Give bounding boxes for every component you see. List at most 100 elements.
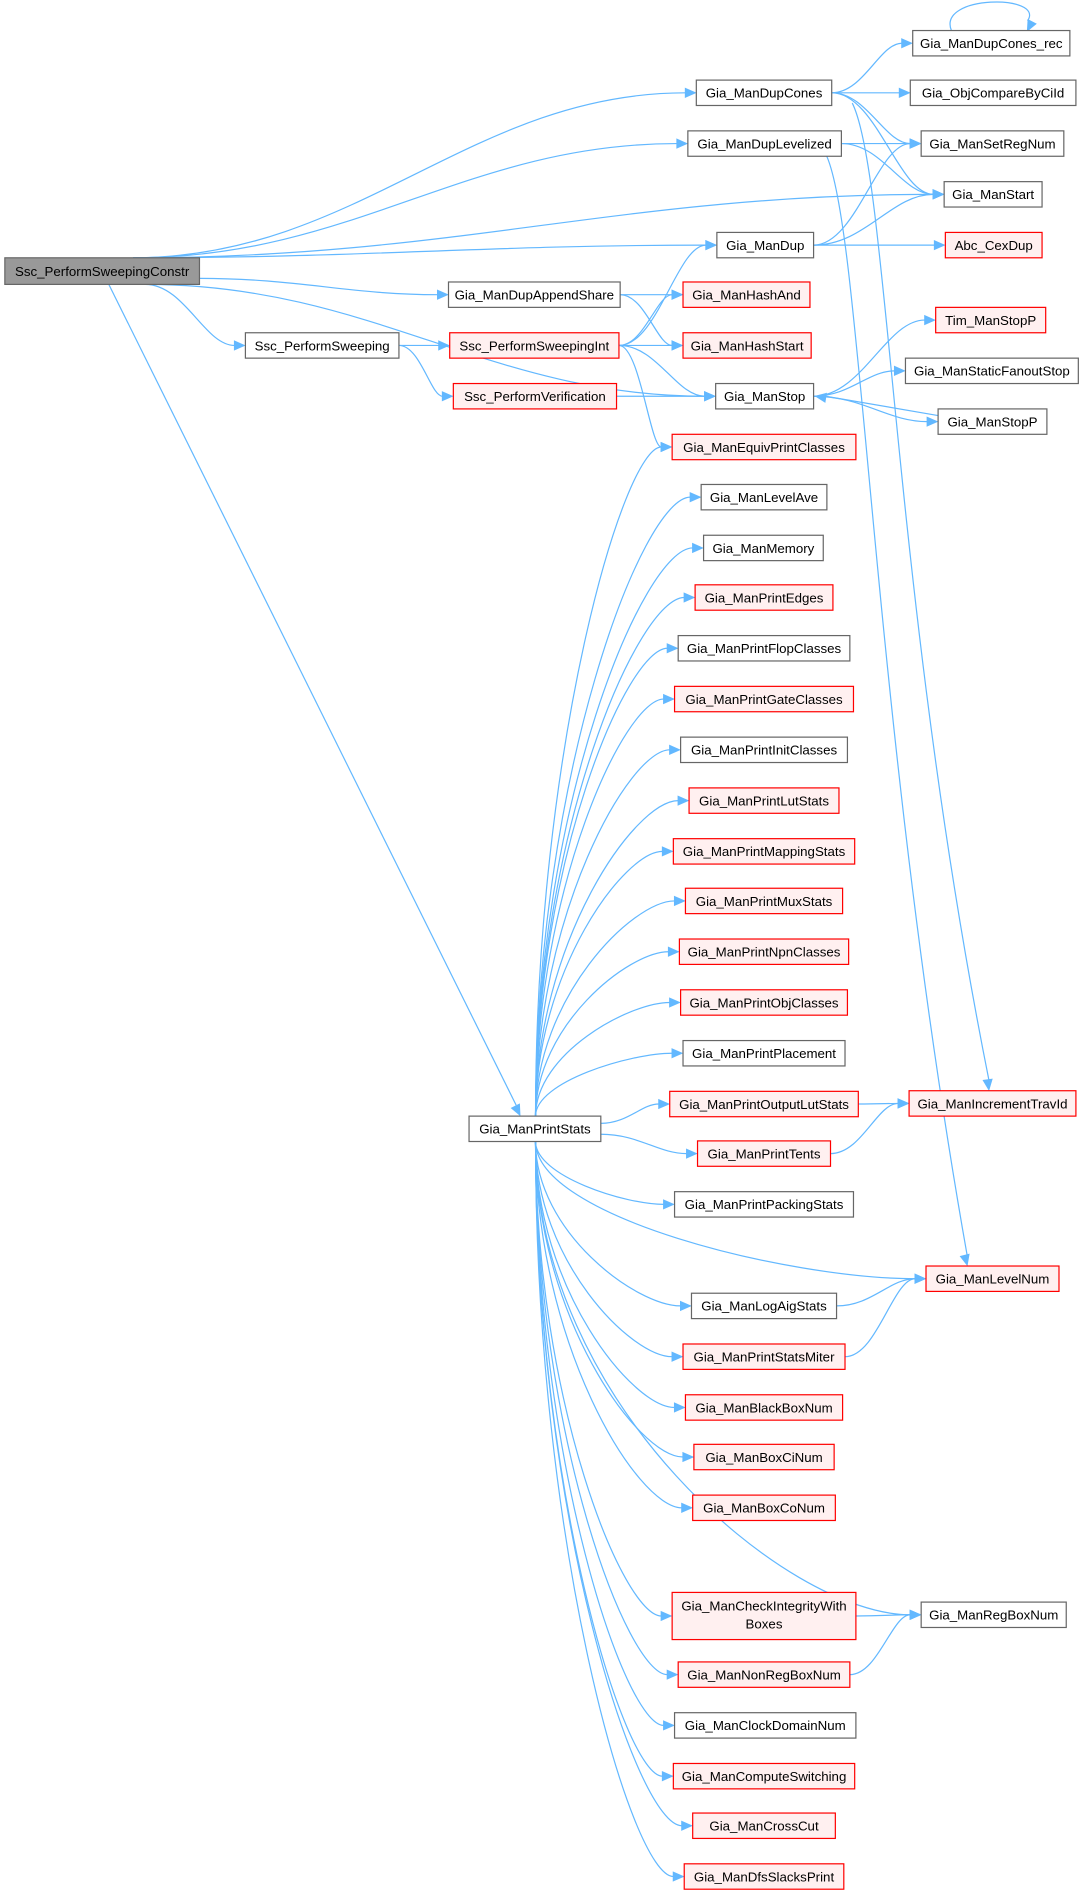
node-lutstats[interactable]: Gia_ManPrintLutStats	[688, 787, 840, 814]
node-sweepingint[interactable]: Ssc_PerformSweepingInt	[449, 332, 620, 359]
node-boxci[interactable]: Gia_ManBoxCiNum	[693, 1443, 835, 1471]
node-box	[677, 1661, 851, 1688]
arrow-head-icon	[673, 895, 686, 907]
edge-printstats-to-statsmiter	[534, 1141, 673, 1358]
node-appendshare[interactable]: Gia_ManDupAppendShare	[447, 281, 621, 308]
node-levelnum[interactable]: Gia_ManLevelNum	[925, 1265, 1060, 1293]
node-statsmiter[interactable]: Gia_ManPrintStatsMiter	[682, 1343, 846, 1370]
edge-constr-to-manstart	[132, 193, 934, 259]
node-box	[944, 231, 1043, 259]
node-box	[687, 130, 842, 157]
node-box	[684, 1394, 844, 1421]
node-switching[interactable]: Gia_ManComputeSwitching	[672, 1762, 856, 1790]
arrow-head-icon	[438, 340, 451, 351]
node-box	[715, 382, 815, 410]
node-label: Ssc_PerformVerification	[464, 389, 606, 404]
node-label: Gia_ManStopP	[947, 414, 1037, 429]
node-box	[447, 281, 621, 308]
node-mappingstats[interactable]: Gia_ManPrintMappingStats	[672, 838, 856, 865]
arrow-head-icon	[684, 87, 697, 98]
node-label: Gia_ManDup	[726, 238, 804, 253]
node-box	[696, 1140, 832, 1167]
node-sweeping[interactable]: Ssc_PerformSweeping	[244, 332, 400, 359]
node-regbox[interactable]: Gia_ManRegBoxNum	[920, 1601, 1067, 1629]
node-printstats[interactable]: Gia_ManPrintStats	[468, 1115, 602, 1143]
node-box	[677, 634, 851, 662]
node-setregnum[interactable]: Gia_ManSetRegNum	[920, 130, 1065, 157]
node-inctravid[interactable]: Gia_ManIncrementTravId	[908, 1090, 1077, 1117]
node-objcompare[interactable]: Gia_ObjCompareByCiId	[909, 79, 1077, 107]
edge-mandup-to-manstart	[813, 193, 934, 246]
node-dupcones[interactable]: Gia_ManDupCones	[695, 79, 833, 107]
edge-checkintegrity-to-regbox	[855, 1614, 911, 1617]
node-placement[interactable]: Gia_ManPrintPlacement	[682, 1039, 846, 1067]
node-equivprint[interactable]: Gia_ManEquivPrintClasses	[671, 433, 857, 461]
node-hashand[interactable]: Gia_ManHashAnd	[682, 281, 811, 308]
node-npnclasses[interactable]: Gia_ManPrintNpnClasses	[678, 938, 850, 966]
node-verification[interactable]: Ssc_PerformVerification	[452, 382, 618, 410]
node-label: Tim_ManStopP	[945, 313, 1036, 328]
node-box	[716, 231, 815, 259]
node-printedges[interactable]: Gia_ManPrintEdges	[694, 584, 834, 611]
edge-manstop-to-staticfanout	[813, 370, 895, 397]
node-label: Gia_ManStaticFanoutStop	[914, 364, 1070, 379]
node-manstart[interactable]: Gia_ManStart	[943, 181, 1043, 208]
node-boxco[interactable]: Gia_ManBoxCoNum	[692, 1494, 836, 1522]
node-manstop[interactable]: Gia_ManStop	[715, 382, 815, 410]
edge-printstats-to-levelnum	[534, 1141, 916, 1280]
node-packing[interactable]: Gia_ManPrintPackingStats	[673, 1191, 855, 1218]
arrow-head-icon	[704, 391, 716, 402]
node-blackbox[interactable]: Gia_ManBlackBoxNum	[684, 1394, 844, 1421]
node-label: Gia_ManSetRegNum	[929, 136, 1055, 151]
arrow-head-icon	[672, 1871, 685, 1882]
node-label: Gia_ManPrintMuxStats	[696, 894, 833, 909]
node-staticfanout[interactable]: Gia_ManStaticFanoutStop	[904, 357, 1079, 385]
node-gateclasses[interactable]: Gia_ManPrintGateClasses	[673, 685, 855, 713]
node-levelave[interactable]: Gia_ManLevelAve	[700, 483, 828, 511]
node-objclasses[interactable]: Gia_ManPrintObjClasses	[680, 989, 849, 1016]
node-outputlut[interactable]: Gia_ManPrintOutputLutStats	[669, 1090, 859, 1118]
edge-printstats-to-placement	[534, 1052, 673, 1117]
node-label: Gia_ManPrintStats	[479, 1122, 591, 1137]
arrow-head-icon	[814, 392, 827, 403]
node-label: Gia_ManPrintFlopClasses	[687, 641, 842, 656]
node-label: Gia_ManBoxCiNum	[705, 1450, 822, 1465]
edge-dupcones-to-setregnum	[831, 92, 911, 145]
node-crosscut[interactable]: Gia_ManCrossCut	[692, 1812, 836, 1840]
node-hashstart[interactable]: Gia_ManHashStart	[682, 332, 812, 359]
node-nonregbox[interactable]: Gia_ManNonRegBoxNum	[677, 1661, 851, 1688]
node-label: Gia_ManCheckIntegrityWith	[681, 1599, 846, 1614]
edge-printstats-to-npnclasses	[534, 951, 669, 1117]
edge-dupcones_rec-to-dupcones_rec	[949, 1, 1031, 31]
edge-printstats-to-blackbox	[534, 1141, 675, 1409]
arrow-head-icon	[663, 693, 675, 705]
arrow-head-icon	[233, 340, 246, 351]
node-cexdup[interactable]: Abc_CexDup	[944, 231, 1043, 259]
edge-printstats-to-objclasses	[534, 1001, 670, 1117]
node-initclasses[interactable]: Gia_ManPrintInitClasses	[680, 736, 849, 764]
node-label: Gia_ManDupCones	[706, 86, 823, 101]
node-constr[interactable]: Ssc_PerformSweepingConstr	[4, 257, 201, 286]
node-timstopp[interactable]: Tim_ManStopP	[935, 306, 1047, 334]
node-muxstats[interactable]: Gia_ManPrintMuxStats	[684, 887, 844, 915]
node-dupcones_rec[interactable]: Gia_ManDupCones_rec	[912, 29, 1071, 57]
node-manstopp[interactable]: Gia_ManStopP	[937, 408, 1048, 435]
arrow-head-icon	[1026, 19, 1037, 32]
node-box	[935, 306, 1047, 334]
node-label: Ssc_PerformSweeping	[255, 338, 390, 353]
arrow-head-icon	[893, 365, 906, 376]
node-logaig[interactable]: Gia_ManLogAigStats	[690, 1292, 838, 1320]
node-tents[interactable]: Gia_ManPrintTents	[696, 1140, 832, 1167]
edge-printstats-to-flopclasses	[534, 647, 668, 1117]
node-flopclasses[interactable]: Gia_ManPrintFlopClasses	[677, 634, 851, 662]
arrow-head-icon	[901, 38, 914, 49]
arrow-head-icon	[959, 1253, 970, 1267]
node-dfsslacks[interactable]: Gia_ManDfsSlacksPrint	[683, 1863, 845, 1890]
edge-appendshare-to-hashstart	[620, 294, 673, 347]
node-clockdomain[interactable]: Gia_ManClockDomainNum	[673, 1712, 857, 1739]
node-mandup[interactable]: Gia_ManDup	[716, 231, 815, 259]
node-memory[interactable]: Gia_ManMemory	[702, 534, 824, 562]
node-label: Gia_ManPrintPlacement	[692, 1046, 836, 1061]
node-duplevelized[interactable]: Gia_ManDupLevelized	[687, 130, 842, 157]
